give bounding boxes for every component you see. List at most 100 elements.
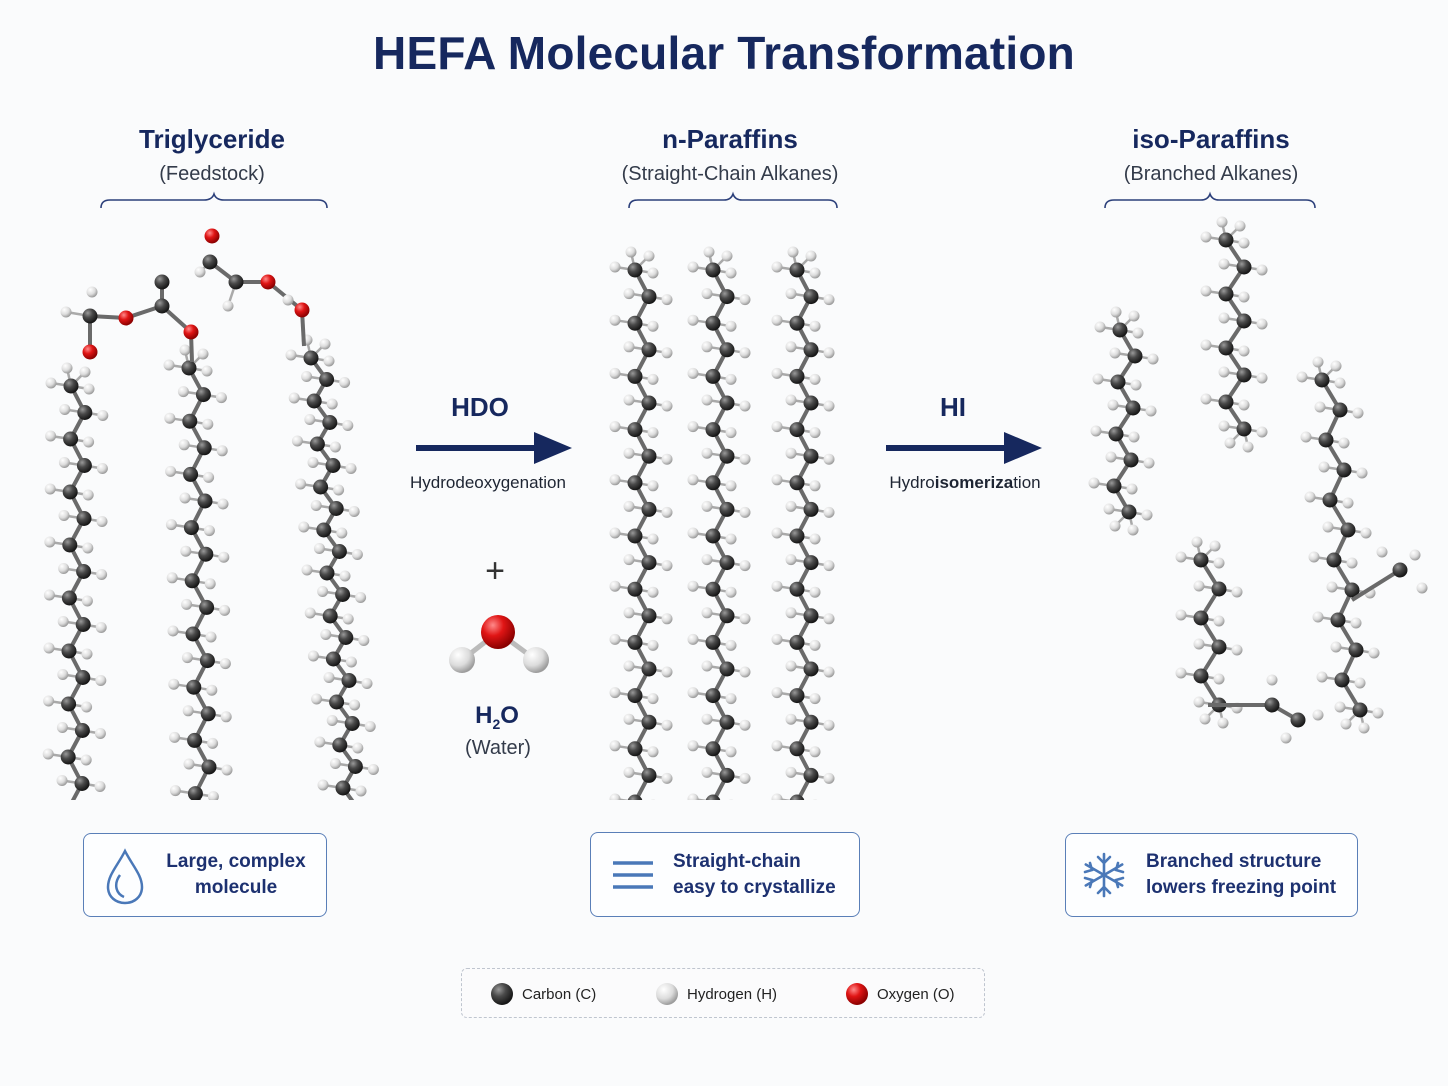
hydrogens: [1296, 356, 1384, 734]
hydrogen-atom: [313, 543, 325, 554]
hydrogen-atom: [351, 549, 363, 560]
hydrogens: [42, 362, 109, 792]
hydrogen-atom: [609, 687, 621, 699]
info-line: easy to crystallize: [673, 876, 836, 898]
hydrogen-atom: [661, 453, 673, 465]
carbon-atom: [183, 466, 199, 482]
hydrogen-atom: [291, 435, 303, 447]
hydrogen-atom: [771, 261, 783, 273]
hydrogen-atom: [661, 506, 673, 518]
carbon-atom: [641, 608, 657, 624]
carbon-atom: [1112, 322, 1128, 338]
hydrogen-atom: [725, 480, 737, 492]
carbon-atom: [789, 368, 805, 384]
hydrogen-atom: [687, 474, 699, 486]
hydrogen-atom: [295, 478, 307, 490]
hydrogen-atom: [82, 489, 94, 501]
carbon-atom: [1218, 232, 1234, 248]
column-header-triglyceride: Triglyceride (Feedstock): [82, 124, 342, 186]
carbon-atom: [641, 767, 657, 783]
carbon-atom: [199, 599, 215, 615]
carbon-atom: [228, 274, 244, 290]
carbon-atom: [627, 368, 643, 384]
carbon-atom: [309, 436, 325, 452]
hydrogen-atom: [358, 635, 370, 646]
hydrogen-atom: [687, 633, 699, 645]
info-text: Straight-chain easy to crystallize: [673, 849, 836, 901]
n-paraffins-molecules: [609, 246, 835, 800]
hi-arrow-icon: [886, 432, 1042, 464]
hydrogen-atom: [1238, 237, 1250, 249]
carbon-atom: [154, 298, 170, 314]
carbon-atom: [1392, 562, 1408, 578]
carbon-atom: [1236, 421, 1252, 437]
hydrogen-atom: [165, 465, 177, 477]
hydrogen-atom: [701, 500, 713, 512]
column-subtitle: (Straight-Chain Alkanes): [621, 163, 839, 185]
hydrogen-atom: [339, 570, 351, 582]
hydrogen-atom: [661, 560, 673, 572]
hydrogen-atom: [45, 430, 57, 442]
column-title: Triglyceride: [139, 124, 285, 154]
carbon-atom: [719, 395, 735, 411]
hydrogen-atom: [207, 737, 219, 749]
carbon-atom: [186, 679, 202, 695]
hydrogen-atom: [1128, 431, 1140, 443]
carbon-atom: [185, 626, 201, 642]
hydrogen-atom: [204, 578, 216, 590]
hydrogen-atom: [647, 693, 659, 705]
bonds: [168, 349, 228, 800]
hydrogen-atom: [785, 607, 797, 619]
hydrogen-atom: [43, 642, 55, 654]
hydrogen-atom: [181, 652, 193, 664]
hydrogen-atom: [1175, 551, 1187, 563]
carbon-atom: [1340, 522, 1356, 538]
hydrogen-atom: [609, 740, 621, 752]
hydrogen-atom: [80, 754, 92, 766]
carbon-atom: [316, 522, 332, 538]
carbon-atom: [154, 274, 170, 290]
carbon-atom: [61, 643, 77, 659]
hydrogen-atom: [221, 764, 233, 776]
hydrogen-atom: [58, 457, 70, 468]
carbon-atom: [344, 716, 360, 731]
hydrogen-atom: [1338, 437, 1350, 449]
hydrogen-atom: [323, 672, 335, 683]
hydrogen-atom: [307, 457, 319, 468]
carbon-atom: [74, 776, 90, 791]
hydrogen-atom: [86, 286, 98, 298]
hydrogen-atom: [1103, 503, 1115, 515]
carbon-atom: [184, 573, 200, 589]
hydrogen-atom: [310, 500, 322, 511]
hydrogen-atom: [725, 639, 737, 651]
hydrogen-atom: [623, 394, 635, 406]
carbon-atom: [803, 448, 819, 464]
hydrogen-atom: [178, 439, 190, 451]
hydrogen-atom: [207, 791, 219, 800]
carbons: [1106, 322, 1143, 520]
hydrogen-atom: [1266, 674, 1278, 686]
carbon-atom: [1236, 313, 1252, 329]
hydrogen-atom: [609, 261, 621, 273]
carbon-atom: [789, 315, 805, 331]
hydrogen-atom: [349, 699, 361, 711]
hydrogen-atom: [1110, 306, 1122, 318]
hydrogen-atom: [661, 613, 673, 625]
hydrogen-atom: [823, 506, 835, 518]
hydrogen-atom: [1238, 291, 1250, 303]
hydrogen-atom: [81, 595, 93, 607]
hydrogen-atom: [326, 398, 338, 410]
hydrogen-atom: [771, 740, 783, 752]
carbon-atom: [641, 342, 657, 358]
carbons: [181, 360, 217, 800]
bonds: [692, 251, 746, 800]
hydrogen-atom: [701, 554, 713, 566]
carbon-atom: [306, 393, 322, 409]
hydrogen-atom: [823, 719, 835, 731]
carbon-atom: [1236, 259, 1252, 275]
hydrogen-atom: [785, 713, 797, 725]
hydrogen-atom: [647, 267, 659, 279]
hydrogen-atom: [166, 572, 178, 584]
legend-item-carbon: Carbon (C): [490, 982, 596, 1006]
carbon-atom: [1314, 372, 1330, 388]
